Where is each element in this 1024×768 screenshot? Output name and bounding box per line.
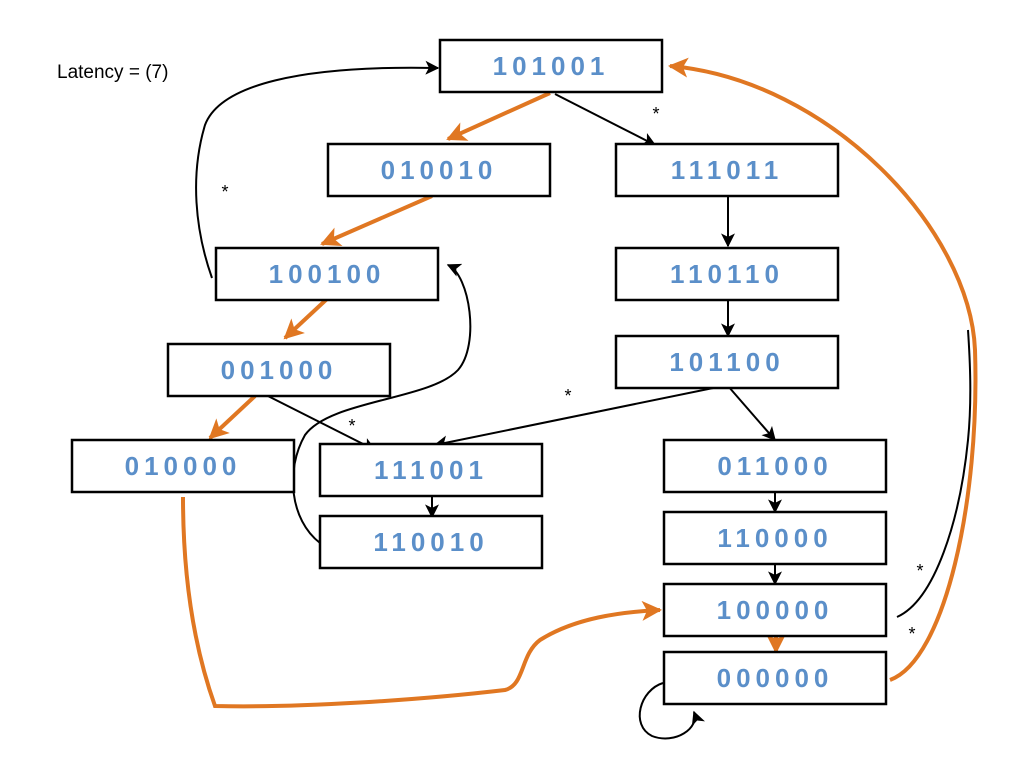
edge-mark: * [916,561,923,581]
node-111001: 111001 [318,442,544,498]
node-101001: 101001 [438,38,664,94]
svg-text:010010: 010010 [381,155,498,185]
svg-text:110110: 110110 [670,259,784,289]
node-101100: 101100 [614,334,840,390]
svg-text:100000: 100000 [717,595,834,625]
edge-mark: * [221,182,228,202]
edge-101100-011000 [727,385,776,442]
edge-101100-111001 [433,385,724,450]
edge-orange-010000-100000 [181,496,662,709]
edge-orange-000000-101001 [668,57,978,682]
edge-mark: * [564,386,571,406]
edge-orange-100100-001000 [283,296,330,340]
edge-100000-101001-black [896,329,972,618]
edge-mark: * [908,624,915,644]
node-111011: 111011 [614,142,840,198]
svg-text:101001: 101001 [493,51,610,81]
edge-101001-111011 [554,93,657,146]
node-011000: 011000 [662,438,888,494]
node-001000: 001000 [166,342,392,398]
svg-text:111011: 111011 [671,155,783,185]
edge-orange-010010-100100 [320,194,433,246]
edge-000000-self-loop [638,682,705,740]
edge-001000-111001 [261,392,377,451]
node-100000: 100000 [662,582,888,638]
svg-text:011000: 011000 [717,451,832,481]
svg-text:111001: 111001 [374,455,488,485]
node-110110: 110110 [614,246,840,302]
svg-text:110000: 110000 [717,523,832,553]
svg-text:001000: 001000 [221,355,338,385]
node-010010: 010010 [326,142,552,198]
edge-orange-001000-010000 [208,394,257,440]
edge-mark: * [652,104,659,124]
latency-label: Latency = (7) [57,62,168,83]
svg-text:101100: 101100 [669,347,784,377]
node-110000: 110000 [662,510,888,566]
node-100100: 100100 [214,246,440,302]
node-000000: 000000 [662,650,888,706]
edge-100100-101001 [195,60,440,279]
node-110010: 110010 [318,514,544,570]
edge-orange-101001-010010 [446,91,551,141]
svg-text:110010: 110010 [373,527,488,557]
svg-text:000000: 000000 [717,663,834,693]
svg-text:010000: 010000 [125,451,242,481]
svg-text:100100: 100100 [269,259,386,289]
node-010000: 010000 [70,438,296,494]
edge-mark: * [348,416,355,436]
